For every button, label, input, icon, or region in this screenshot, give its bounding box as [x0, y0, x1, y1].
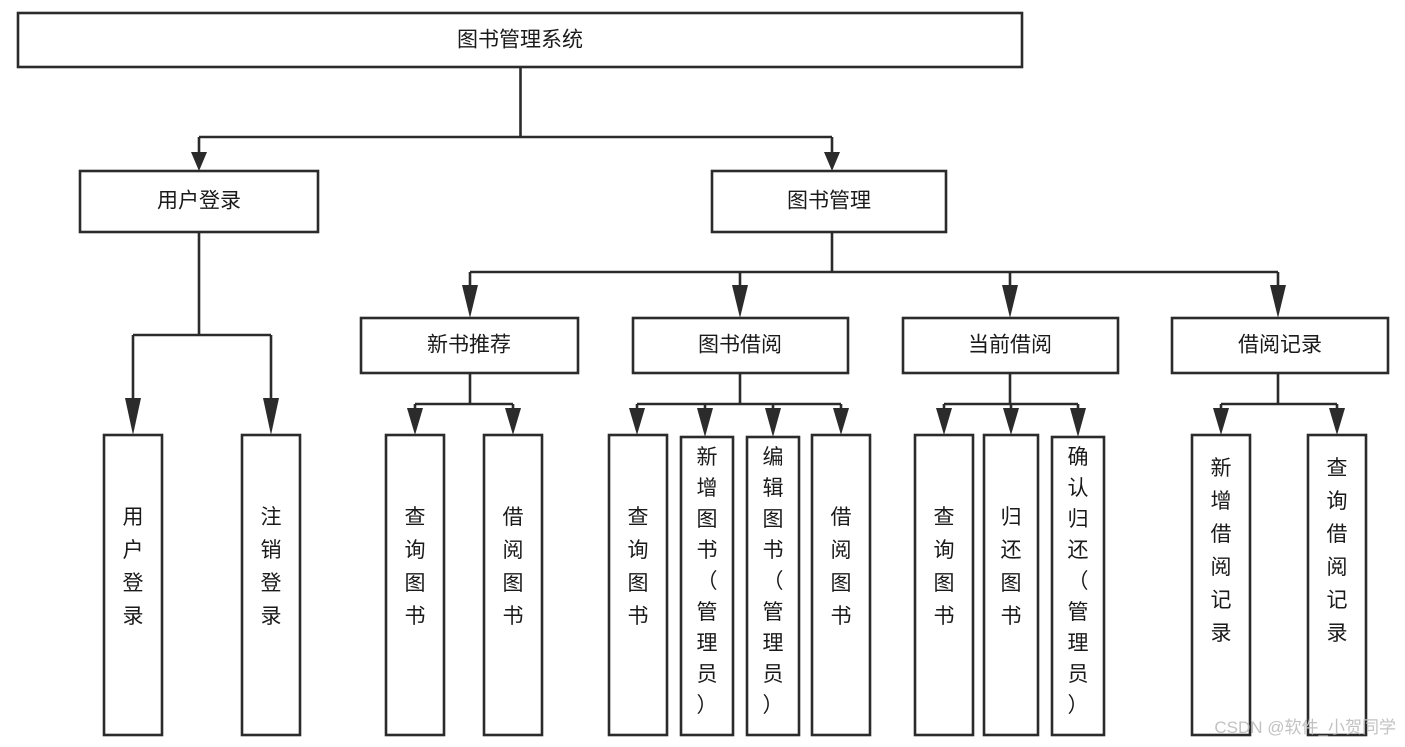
leaf-logout-login-box[interactable] — [240, 433, 302, 737]
arrowhead-leaf-logout-login — [263, 398, 279, 435]
arrowhead-to-new-book-recommend — [462, 285, 478, 318]
node-root[interactable]: 图书管理系统 — [16, 11, 1024, 69]
node-borrow-record[interactable]: 借阅记录 — [1170, 316, 1390, 375]
node-borrow-record-label: 借阅记录 — [1238, 334, 1322, 357]
leaf-confirm-return-admin[interactable]: 确认归还（管理员） — [1050, 435, 1106, 737]
arrowhead-to-book-manage — [824, 152, 840, 171]
leaf-query-book-3-box[interactable] — [913, 433, 975, 737]
leaf-borrow-book-2[interactable]: 借阅图书 — [810, 433, 872, 737]
leaf-user-login-label: 用户登录 — [123, 506, 144, 628]
node-root-box[interactable] — [16, 11, 1024, 69]
node-new-book-recommend-box[interactable] — [359, 316, 580, 375]
arrowhead-leaf-edit-book-admin — [765, 408, 781, 437]
arrowhead-leaf-user-login — [125, 398, 141, 435]
arrowhead-leaf-return-book — [1003, 408, 1019, 435]
node-user-login[interactable]: 用户登录 — [78, 169, 320, 234]
leaf-confirm-return-admin-box[interactable] — [1050, 435, 1106, 737]
connector-layer — [125, 67, 1345, 437]
leaf-add-borrow-record[interactable]: 新增借阅记录 — [1190, 433, 1252, 737]
arrowhead-to-borrow-record — [1270, 285, 1286, 318]
arrowhead-leaf-borrow-book-1 — [505, 408, 521, 435]
arrowhead-leaf-borrow-book-2 — [833, 408, 849, 435]
leaf-add-borrow-record-label: 新增借阅记录 — [1211, 457, 1232, 645]
leaf-confirm-return-admin-label: 确认归还（管理员） — [1068, 446, 1089, 717]
leaf-add-book-admin-label: 新增图书（管理员） — [697, 446, 718, 717]
node-current-borrow-box[interactable] — [901, 316, 1120, 375]
leaf-user-login-box[interactable] — [102, 433, 164, 737]
leaf-query-book-2[interactable]: 查询图书 — [607, 433, 669, 737]
leaf-query-book-2-label: 查询图书 — [628, 506, 649, 628]
leaf-borrow-book-2-label: 借阅图书 — [831, 506, 852, 628]
arrowhead-leaf-add-book-admin — [697, 408, 713, 437]
arrowhead-to-user-login — [191, 152, 207, 171]
node-user-login-label: 用户登录 — [157, 190, 241, 213]
leaf-borrow-book-2-box[interactable] — [810, 433, 872, 737]
arrowhead-leaf-query-book-3 — [936, 408, 952, 435]
arrowhead-leaf-confirm-return-admin — [1070, 408, 1086, 437]
leaf-add-borrow-record-box[interactable] — [1190, 433, 1252, 737]
arrowhead-leaf-query-borrow-record — [1329, 408, 1345, 435]
leaf-return-book[interactable]: 归还图书 — [982, 433, 1040, 737]
arrowhead-leaf-add-borrow-record — [1213, 408, 1229, 435]
leaf-user-login[interactable]: 用户登录 — [102, 433, 164, 737]
arrowhead-leaf-query-book-1 — [407, 408, 423, 435]
leaf-query-borrow-record-label: 查询借阅记录 — [1327, 457, 1348, 645]
node-borrow-record-box[interactable] — [1170, 316, 1390, 375]
leaf-add-book-admin-box[interactable] — [679, 435, 735, 737]
leaf-query-borrow-record[interactable]: 查询借阅记录 — [1306, 433, 1368, 737]
leaf-query-book-1-label: 查询图书 — [405, 506, 426, 628]
leaf-borrow-book-1-box[interactable] — [482, 433, 544, 737]
leaf-query-borrow-record-box[interactable] — [1306, 433, 1368, 737]
leaf-logout-login[interactable]: 注销登录 — [240, 433, 302, 737]
leaf-query-book-3[interactable]: 查询图书 — [913, 433, 975, 737]
arrowhead-to-current-borrow — [1002, 285, 1018, 318]
leaf-query-book-2-box[interactable] — [607, 433, 669, 737]
leaf-query-book-3-label: 查询图书 — [934, 506, 955, 628]
node-book-manage[interactable]: 图书管理 — [710, 169, 948, 234]
leaf-edit-book-admin[interactable]: 编辑图书（管理员） — [745, 435, 801, 737]
leaf-edit-book-admin-label: 编辑图书（管理员） — [763, 446, 784, 717]
node-book-borrow[interactable]: 图书借阅 — [631, 316, 850, 375]
node-new-book-recommend[interactable]: 新书推荐 — [359, 316, 580, 375]
leaf-edit-book-admin-box[interactable] — [745, 435, 801, 737]
leaf-borrow-book-1[interactable]: 借阅图书 — [482, 433, 544, 737]
csdn-watermark: CSDN @软件_小贺同学 — [1214, 718, 1396, 737]
leaf-logout-login-label: 注销登录 — [261, 506, 282, 628]
node-root-label: 图书管理系统 — [457, 29, 583, 52]
node-book-manage-box[interactable] — [710, 169, 948, 234]
node-book-manage-label: 图书管理 — [787, 190, 871, 213]
node-new-book-recommend-label: 新书推荐 — [427, 334, 511, 357]
leaf-add-book-admin[interactable]: 新增图书（管理员） — [679, 435, 735, 737]
node-user-login-box[interactable] — [78, 169, 320, 234]
node-current-borrow-label: 当前借阅 — [968, 334, 1052, 357]
leaf-borrow-book-1-label: 借阅图书 — [503, 506, 524, 628]
leaf-query-book-1-box[interactable] — [384, 433, 446, 737]
leaf-query-book-1[interactable]: 查询图书 — [384, 433, 446, 737]
leaf-return-book-box[interactable] — [982, 433, 1040, 737]
arrowhead-leaf-query-book-2 — [629, 408, 645, 435]
node-current-borrow[interactable]: 当前借阅 — [901, 316, 1120, 375]
arrowhead-to-book-borrow — [732, 285, 748, 318]
node-book-borrow-label: 图书借阅 — [698, 334, 782, 357]
node-book-borrow-box[interactable] — [631, 316, 850, 375]
leaf-return-book-label: 归还图书 — [1001, 506, 1022, 628]
